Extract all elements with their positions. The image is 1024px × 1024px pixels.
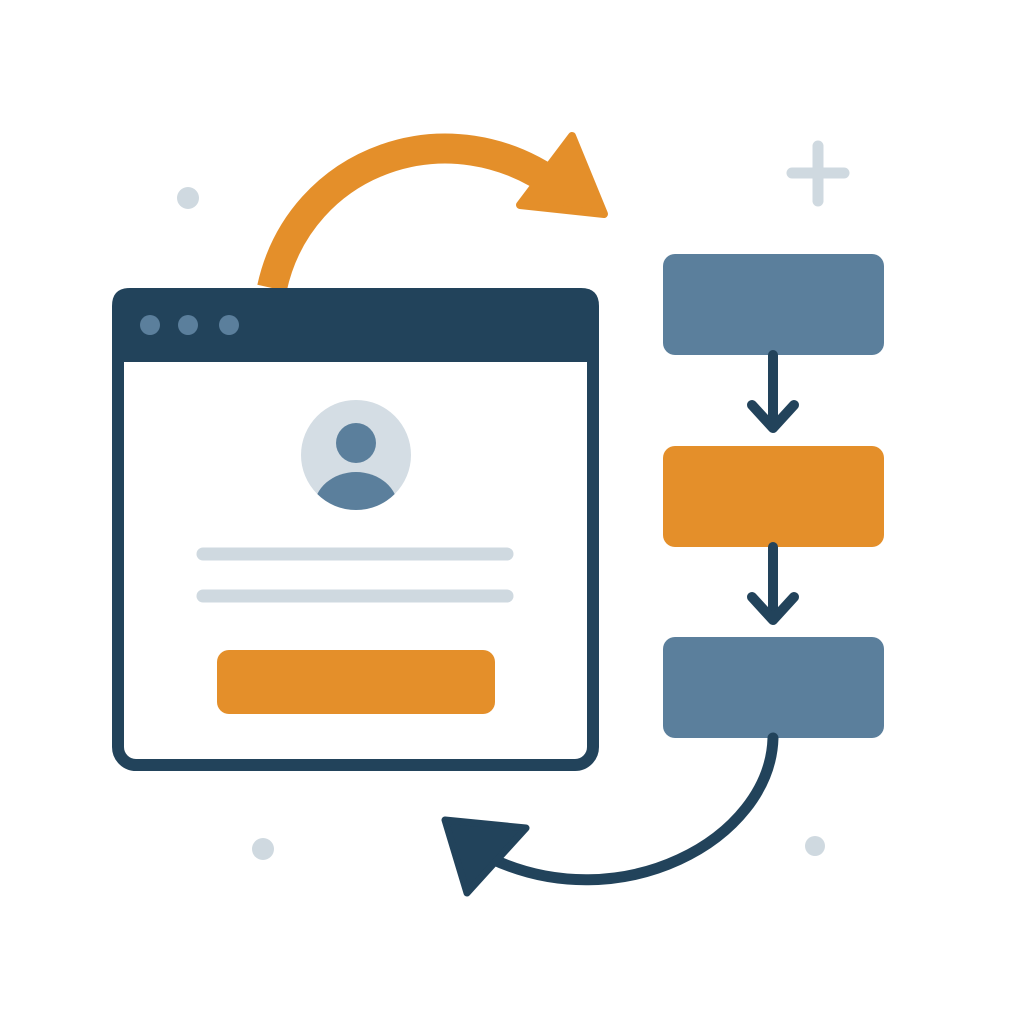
flowchart (663, 254, 884, 738)
arrow-window-to-flowchart (257, 132, 608, 292)
arrow-flowchart-to-window (441, 732, 779, 897)
flowchart-box-1 (663, 254, 884, 355)
flowchart-box-3 (663, 637, 884, 738)
titlebar-dot-1 (140, 315, 160, 335)
titlebar-dot-2 (178, 315, 198, 335)
decor-dot-top-left (177, 187, 199, 209)
browser-window (112, 288, 599, 771)
window-titlebar (112, 288, 599, 362)
flowchart-connector-2 (747, 542, 799, 625)
plus-icon (786, 140, 850, 207)
decor-dot-bottom-right (805, 836, 825, 856)
titlebar-dot-3 (219, 315, 239, 335)
flowchart-box-2 (663, 446, 884, 547)
decor-dot-bottom-left (252, 838, 274, 860)
submit-button[interactable] (217, 650, 495, 714)
user-avatar-icon (301, 400, 411, 510)
flowchart-connector-1 (747, 350, 799, 433)
